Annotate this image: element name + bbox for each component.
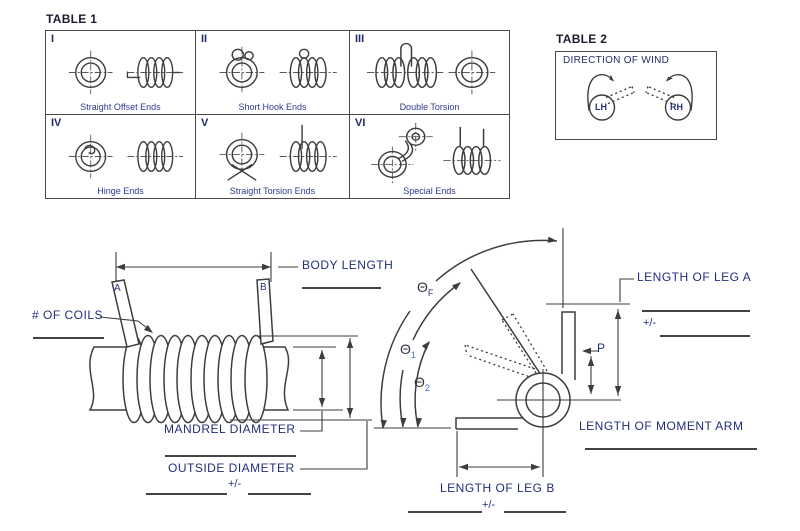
left-hand-wind-icon — [587, 73, 635, 121]
cell-caption: Double Torsion — [399, 102, 460, 112]
diameter-dimensions — [230, 335, 372, 470]
table1-cell-special-ends: VI Special Ends — [350, 115, 509, 198]
cell-caption: Special Ends — [403, 186, 456, 196]
straight-offset-ends-icon — [68, 50, 184, 95]
mandrel-diameter-label: MANDREL DIAMETER — [164, 422, 296, 436]
leg-a-side — [111, 279, 140, 348]
table1-end-types: I Straight Offset Ends II Short Hook End… — [45, 30, 510, 199]
cell-numeral: V — [201, 117, 209, 129]
num-coils-label: # OF COILS — [32, 308, 104, 322]
leg-a-tolerance: +/- — [643, 317, 657, 329]
table1-cell-hinge-ends: IV Hinge Ends — [46, 115, 196, 198]
cell-numeral: VI — [355, 117, 366, 129]
leg-a-dimension — [546, 228, 634, 396]
deflected-leg-1 — [501, 313, 548, 374]
cell-caption: Hinge Ends — [97, 186, 144, 196]
leg-a-end — [561, 311, 576, 380]
table1-cell-straight-offset-ends: I Straight Offset Ends — [46, 31, 196, 115]
leg-b-side — [256, 278, 274, 345]
leg-b-end — [455, 417, 532, 430]
centerlines — [497, 369, 621, 477]
cell-numeral: I — [51, 33, 55, 45]
table1-cell-short-hook-ends: II Short Hook Ends — [196, 31, 350, 115]
length-of-leg-a-label: LENGTH OF LEG A — [637, 270, 752, 284]
table2-direction-of-wind: DIRECTION OF WIND LH RH — [555, 51, 717, 140]
table1-title: TABLE 1 — [46, 12, 98, 26]
theta-2-label: Θ2 — [414, 374, 430, 393]
cell-caption: Straight Offset Ends — [80, 102, 161, 112]
special-ends-icon — [371, 122, 501, 185]
coil-body — [122, 334, 268, 424]
leg-b-letter: B — [260, 282, 267, 293]
direction-of-wind-heading: DIRECTION OF WIND — [563, 55, 670, 66]
length-of-leg-b-label: LENGTH OF LEG B — [440, 481, 555, 495]
outside-diameter-tolerance: +/- — [228, 478, 242, 490]
outside-diameter-label: OUTSIDE DIAMETER — [168, 461, 295, 475]
hinge-ends-icon — [68, 134, 184, 179]
p-dimension-label: P — [597, 341, 606, 355]
left-hand-label: LH — [595, 102, 607, 112]
spring-side-view — [88, 278, 290, 424]
right-hand-wind-icon — [645, 73, 693, 121]
theta-1-label: Θ1 — [400, 341, 416, 360]
table1-cell-double-torsion: III Double Torsion — [350, 31, 509, 115]
direction-of-wind-icons — [587, 73, 693, 121]
free-position-leg — [470, 268, 542, 376]
leg-b-tolerance: +/- — [482, 499, 496, 511]
length-of-moment-arm-label: LENGTH OF MOMENT ARM — [579, 419, 744, 433]
cell-numeral: IV — [51, 117, 62, 129]
leg-a-letter: A — [114, 283, 121, 294]
short-hook-ends-icon — [219, 46, 337, 95]
theta-f-arc-upper — [435, 239, 558, 282]
spring-end-view — [455, 268, 621, 477]
table1-cell-straight-torsion-ends: V Straight Torsion Ends — [196, 115, 350, 198]
right-hand-label: RH — [670, 102, 683, 112]
table2-title: TABLE 2 — [556, 32, 608, 46]
theta-f-label: ΘF — [417, 279, 434, 298]
deflected-leg-2 — [464, 344, 536, 379]
theta-f-arc-lower — [380, 310, 411, 429]
body-length-label: BODY LENGTH — [302, 258, 394, 272]
leg-b-dimension — [456, 431, 540, 477]
cell-numeral: III — [355, 33, 365, 45]
cell-caption: Straight Torsion Ends — [229, 186, 316, 196]
straight-torsion-ends-icon — [219, 124, 337, 181]
double-torsion-icon — [366, 42, 496, 95]
cell-caption: Short Hook Ends — [238, 102, 307, 112]
cell-numeral: II — [201, 33, 208, 45]
